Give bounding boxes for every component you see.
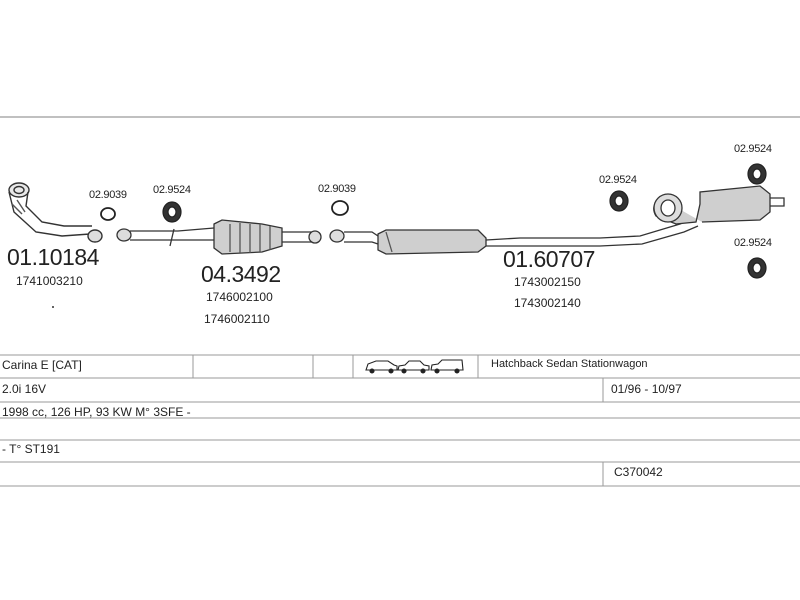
marker-dot <box>52 306 54 308</box>
specs-cell: 1998 cc, 126 HP, 93 KW M° 3SFE - <box>2 405 191 419</box>
clamp-icon <box>747 257 767 279</box>
part-label-rear-silencer: 01.60707 <box>503 246 595 272</box>
front-pipe-drawing <box>8 182 103 243</box>
accessory-code: 02.9039 <box>89 189 127 201</box>
body-types-cell: Hatchback Sedan Stationwagon <box>491 358 648 370</box>
sedan-car-icon <box>397 360 430 374</box>
model-cell: Carina E [CAT] <box>2 358 82 372</box>
part-number-rear-silencer-2: 1743002140 <box>514 296 581 310</box>
part-number-front-pipe: 1741003210 <box>16 274 83 288</box>
rear-silencer-drawing <box>329 185 785 255</box>
clamp-icon <box>609 190 629 212</box>
ring-gasket-icon <box>100 207 116 221</box>
info-table-lines <box>0 354 800 487</box>
part-number-catalytic-converter-1: 1746002100 <box>206 290 273 304</box>
accessory-code: 02.9039 <box>318 183 356 195</box>
ring-gasket-icon <box>331 200 349 216</box>
period-cell: 01/96 - 10/97 <box>611 382 682 396</box>
part-label-catalytic-converter: 04.3492 <box>201 261 281 287</box>
clamp-icon <box>162 201 182 223</box>
accessory-code: 02.9524 <box>734 237 772 249</box>
part-label-front-pipe: 01.10184 <box>7 244 99 270</box>
catalytic-converter-drawing <box>116 219 322 255</box>
hatchback-car-icon <box>365 360 398 374</box>
part-number-rear-silencer-1: 1743002150 <box>514 275 581 289</box>
accessory-code: 02.9524 <box>734 143 772 155</box>
engine-cell: 2.0i 16V <box>2 382 47 396</box>
code-cell: C370042 <box>614 465 663 479</box>
clamp-icon <box>747 163 767 185</box>
stationwagon-car-icon <box>430 359 464 374</box>
accessory-code: 02.9524 <box>153 184 191 196</box>
part-number-catalytic-converter-2: 1746002110 <box>204 312 270 326</box>
type-cell: - T° ST191 <box>2 442 60 456</box>
accessory-code: 02.9524 <box>599 174 637 186</box>
